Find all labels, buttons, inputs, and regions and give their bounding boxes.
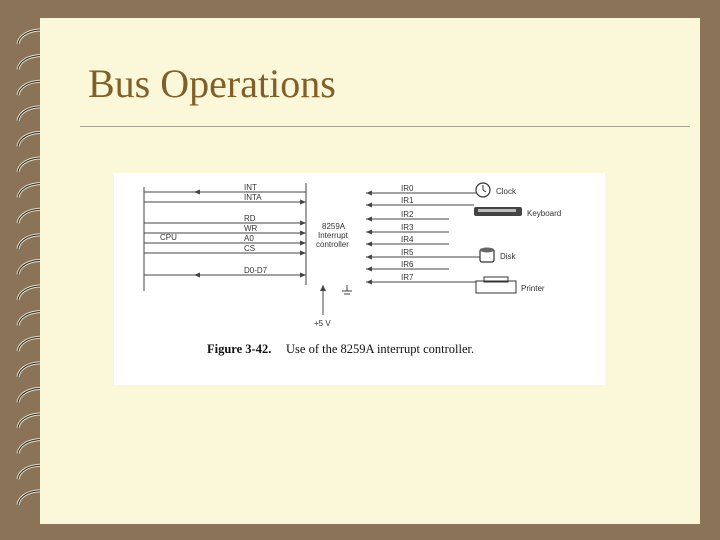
cpu-signal-line: WR bbox=[144, 224, 306, 236]
printer-icon bbox=[475, 280, 517, 294]
irq-line: IR0 bbox=[366, 184, 449, 196]
cpu-signal-label: INT bbox=[244, 183, 257, 192]
irq-line: IR3 bbox=[366, 223, 449, 235]
disk-device: Disk bbox=[479, 247, 517, 263]
slide-title: Bus Operations bbox=[88, 61, 336, 106]
cpu-signal-line: CS bbox=[144, 244, 306, 256]
disk-label: Disk bbox=[500, 252, 517, 261]
irq-label: IR6 bbox=[401, 260, 414, 269]
cpu-label: CPU bbox=[160, 233, 177, 242]
cpu-signal-label: CS bbox=[244, 244, 255, 253]
clock-icon bbox=[475, 182, 491, 198]
printer-label: Printer bbox=[521, 284, 545, 293]
power-label: +5 V bbox=[314, 319, 331, 328]
title-divider bbox=[80, 126, 690, 127]
keyboard-device: Keyboard bbox=[474, 207, 561, 218]
cpu-signal-line: A0 bbox=[144, 234, 306, 246]
irq-line: IR5 bbox=[366, 248, 449, 260]
irq-line: IR1 bbox=[366, 196, 449, 208]
cpu-signal-line: INTA bbox=[144, 193, 306, 205]
cpu-signal-line: INT bbox=[144, 183, 306, 195]
cpu-signal-label: D0-D7 bbox=[244, 266, 268, 275]
irq-line: IR6 bbox=[366, 260, 449, 272]
irq-label: IR7 bbox=[401, 273, 414, 282]
caption-number: Figure 3-42. bbox=[207, 342, 271, 356]
cpu-signal-label: A0 bbox=[244, 234, 254, 243]
cpu-signal-label: WR bbox=[244, 224, 258, 233]
irq-label: IR5 bbox=[401, 248, 414, 257]
cpu-signal-label: RD bbox=[244, 214, 256, 223]
irq-label: IR4 bbox=[401, 235, 414, 244]
irq-label: IR0 bbox=[401, 184, 414, 193]
controller-label-2: Interrupt bbox=[318, 231, 349, 240]
cpu-signal-line: D0-D7 bbox=[144, 266, 306, 278]
cpu-signal-label: INTA bbox=[244, 193, 262, 202]
irq-label: IR2 bbox=[401, 210, 414, 219]
controller-label-1: 8259A bbox=[322, 222, 346, 231]
irq-line: IR7 bbox=[366, 273, 449, 285]
irq-label: IR3 bbox=[401, 223, 414, 232]
controller-label-3: controller bbox=[316, 240, 349, 249]
caption-text: Use of the 8259A interrupt controller. bbox=[286, 342, 474, 356]
cpu-signal-line: RD bbox=[144, 214, 306, 226]
clock-device: Clock bbox=[475, 182, 517, 198]
irq-line: IR2 bbox=[366, 210, 449, 222]
keyboard-label: Keyboard bbox=[527, 209, 561, 218]
clock-label: Clock bbox=[496, 187, 517, 196]
irq-label: IR1 bbox=[401, 196, 414, 205]
power-arrow bbox=[320, 285, 326, 291]
printer-device: Printer bbox=[475, 276, 545, 294]
irq-line: IR4 bbox=[366, 235, 449, 247]
